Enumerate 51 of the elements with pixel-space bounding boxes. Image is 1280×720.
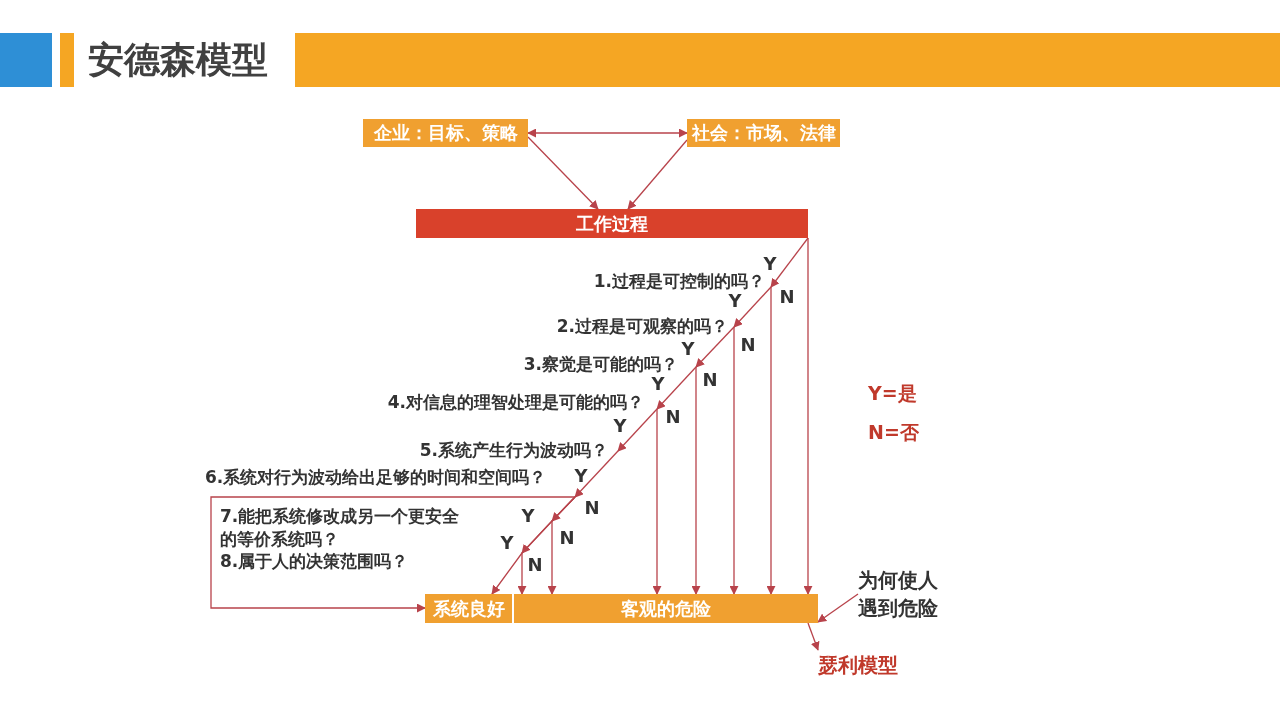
arrow: [733, 286, 772, 328]
result-text: 瑟利模型: [818, 650, 908, 680]
process-bar: 工作过程: [416, 209, 808, 238]
title: 安德森模型: [88, 38, 268, 82]
arrow: [527, 128, 688, 138]
arrow: [729, 326, 739, 595]
question-text: 4.对信息的理智处理是可能的吗？: [387, 391, 644, 413]
answer-letter: N: [665, 406, 681, 428]
answer-letter: Y: [681, 338, 695, 360]
question-text: 7.能把系统修改成另一个更安全的等价系统吗？: [220, 505, 461, 551]
label-box: 客观的危险: [514, 594, 818, 623]
arrow: [770, 237, 809, 288]
answer-letter: N: [779, 286, 795, 308]
question-text: 3.察觉是可能的吗？: [523, 353, 678, 375]
key-text: N=否: [868, 420, 919, 444]
answer-letter: Y: [521, 505, 535, 527]
arrow: [517, 496, 576, 595]
answer-letter: Y: [763, 253, 777, 275]
answer-letter: N: [527, 554, 543, 576]
arrow: [695, 326, 735, 368]
answer-letter: N: [702, 369, 718, 391]
question-text: 6.系统对行为波动给出足够的时间和空间吗？: [205, 466, 547, 488]
arrow: [656, 366, 697, 410]
arrow: [803, 237, 813, 595]
answer-letter: Y: [651, 373, 665, 395]
arrow: [817, 593, 859, 623]
label-box: 社会：市场、法律: [687, 119, 840, 147]
arrow: [766, 286, 776, 595]
arrow: [527, 136, 599, 210]
arrow: [807, 622, 820, 651]
question-text: 1.过程是可控制的吗？: [593, 270, 765, 292]
note-text: 为何使人遇到危险: [858, 566, 950, 622]
arrow: [574, 450, 619, 498]
answer-letter: Y: [574, 465, 588, 487]
arrow: [652, 408, 662, 595]
answer-letter: N: [559, 527, 575, 549]
question-text: 8.属于人的决策范围吗？: [220, 550, 409, 572]
arrow: [691, 366, 701, 595]
answer-letter: N: [584, 497, 600, 519]
key-text: Y=是: [868, 381, 917, 405]
label-box: 企业：目标、策略: [363, 119, 528, 147]
label-box: 系统良好: [425, 594, 512, 623]
answer-letter: N: [740, 334, 756, 356]
answer-letter: Y: [500, 532, 514, 554]
arrow: [617, 408, 658, 452]
answer-letter: Y: [613, 415, 627, 437]
arrow: [627, 139, 688, 210]
answer-letter: Y: [728, 290, 742, 312]
question-text: 5.系统产生行为波动吗？: [419, 439, 608, 461]
question-text: 2.过程是可观察的吗？: [556, 315, 728, 337]
arrow: [210, 496, 576, 613]
